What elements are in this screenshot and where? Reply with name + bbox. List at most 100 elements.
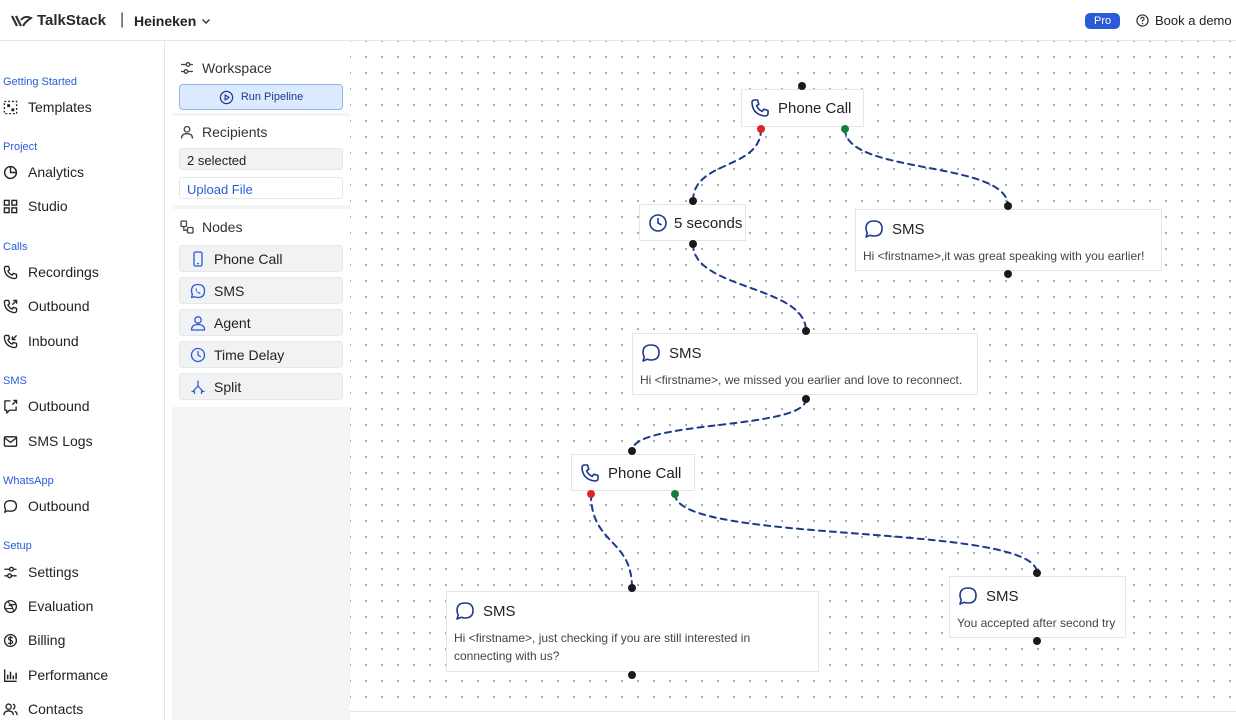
brand-logo[interactable]: TalkStack — [11, 12, 106, 29]
node-type-agent[interactable]: Agent — [179, 309, 343, 336]
brand-name: TalkStack — [37, 12, 106, 29]
phone-outgoing-icon — [3, 299, 18, 313]
flow-node-phone-call-2-success-port[interactable] — [671, 490, 679, 498]
node-type-label: Time Delay — [214, 346, 285, 363]
run-pipeline-label: Run Pipeline — [240, 91, 304, 103]
book-demo-label: Book a demo — [1155, 13, 1232, 28]
node-title: SMS — [892, 220, 925, 238]
phone-incoming-icon — [3, 334, 18, 348]
clock-icon — [190, 347, 206, 362]
flow-node-sms-2[interactable]: SMS Hi <firstname>, we missed you earlie… — [632, 333, 978, 395]
node-title: Phone Call — [608, 464, 682, 482]
sidebar-item-studio[interactable]: Studio — [3, 196, 68, 216]
sidebar-item-performance[interactable]: Performance — [3, 665, 108, 685]
sidebar-item-templates[interactable]: Templates — [3, 97, 92, 117]
node-title: SMS — [669, 344, 702, 362]
sidebar-item-contacts[interactable]: Contacts — [3, 699, 83, 719]
sidebar-item-label: Outbound — [28, 498, 90, 514]
sidebar-item-label: Billing — [28, 632, 66, 648]
node-header: SMS — [864, 219, 925, 239]
org-switcher[interactable]: Heineken — [134, 13, 211, 29]
workspace-group: Workspace Run Pipeline — [172, 50, 350, 113]
flow-node-sms-3-output-port[interactable] — [628, 671, 636, 679]
sidebar-item-label: Contacts — [28, 701, 84, 717]
flow-node-sms-2-output-port[interactable] — [802, 395, 810, 403]
sliders-icon — [181, 62, 193, 74]
phone-icon — [581, 464, 599, 482]
sidebar-item-analytics[interactable]: Analytics — [3, 162, 84, 182]
node-title: Phone Call — [778, 99, 852, 117]
flow-node-phone-call-1-fail-port[interactable] — [757, 125, 765, 133]
flow-node-sms-3-input-port[interactable] — [628, 584, 636, 592]
run-pipeline-button[interactable]: Run Pipeline — [179, 84, 343, 110]
flow-node-time-delay[interactable]: 5 seconds — [639, 204, 746, 241]
node-header: SMS — [958, 586, 1019, 606]
sidebar-item-label: Settings — [28, 564, 79, 580]
help-circle-icon — [1136, 14, 1149, 27]
recipients-selected[interactable]: 2 selected — [179, 148, 343, 170]
node-message: Hi <firstname>,it was great speaking wit… — [863, 249, 1145, 263]
section-setup: Setup — [3, 540, 32, 552]
top-header: TalkStack | Heineken Pro Book a demo — [0, 0, 1236, 41]
sidebar-item-recordings[interactable]: Recordings — [3, 262, 99, 282]
node-type-phone-call[interactable]: Phone Call — [179, 245, 343, 272]
node-type-sms[interactable]: SMS — [179, 277, 343, 304]
book-demo-button[interactable]: Book a demo — [1136, 13, 1232, 28]
node-title: SMS — [986, 587, 1019, 605]
sidebar-item-label: Recordings — [28, 264, 99, 280]
flow-node-time-delay-output-port[interactable] — [689, 240, 697, 248]
sidebar-item-calls-inbound[interactable]: Inbound — [3, 331, 79, 351]
play-circle-icon — [219, 90, 234, 104]
phone-icon — [751, 99, 769, 117]
node-message: Hi <firstname>, just checking if you are… — [454, 631, 751, 663]
flow-node-sms-4-output-port[interactable] — [1033, 637, 1041, 645]
nodes-header: Nodes — [180, 219, 242, 235]
node-type-split[interactable]: Split — [179, 373, 343, 400]
message-circle-icon — [456, 602, 474, 620]
pipeline-panel: Workspace Run Pipeline Recipients 2 sele… — [172, 50, 350, 720]
sidebar-item-billing[interactable]: Billing — [3, 630, 65, 650]
flow-node-phone-call-2-fail-port[interactable] — [587, 490, 595, 498]
message-outgoing-icon — [4, 399, 18, 414]
node-type-time-delay[interactable]: Time Delay — [179, 341, 343, 368]
sidebar-item-whatsapp-outbound[interactable]: Outbound — [3, 496, 90, 516]
flow-node-phone-call-2[interactable]: Phone Call — [571, 454, 695, 491]
aperture-icon — [3, 599, 18, 613]
nodes-title: Nodes — [202, 219, 243, 235]
flow-node-sms-1-input-port[interactable] — [1004, 202, 1012, 210]
flow-node-phone-call-1[interactable]: Phone Call — [741, 89, 864, 127]
header-separator: | — [120, 11, 125, 28]
flow-node-phone-call-1-input-port[interactable] — [798, 82, 806, 90]
flow-node-sms-4[interactable]: SMS You accepted after second try — [949, 576, 1126, 638]
flow-node-sms-2-input-port[interactable] — [802, 327, 810, 335]
sidebar-item-settings[interactable]: Settings — [3, 562, 79, 582]
sidebar-item-label: Performance — [28, 667, 109, 683]
flow-node-sms-4-input-port[interactable] — [1033, 569, 1041, 577]
chart-icon — [4, 668, 17, 682]
sidebar-item-label: Templates — [28, 99, 92, 115]
whatsapp-icon — [190, 283, 206, 298]
flow-node-sms-1[interactable]: SMS Hi <firstname>,it was great speaking… — [855, 209, 1162, 271]
node-title: SMS — [483, 602, 516, 620]
sidebar-item-sms-logs[interactable]: SMS Logs — [3, 431, 93, 451]
node-header: SMS — [455, 601, 516, 621]
chevron-down-icon — [202, 19, 211, 24]
sidebar-item-sms-outbound[interactable]: Outbound — [3, 396, 90, 416]
flow-node-phone-call-2-input-port[interactable] — [628, 447, 636, 455]
node-title: 5 seconds — [674, 214, 743, 232]
sidebar-item-calls-outbound[interactable]: Outbound — [3, 296, 90, 316]
flow-node-sms-3[interactable]: SMS Hi <firstname>, just checking if you… — [446, 591, 819, 672]
sidebar-item-evaluation[interactable]: Evaluation — [3, 596, 93, 616]
node-header: SMS — [641, 343, 702, 363]
sidebar-item-label: SMS Logs — [28, 433, 93, 449]
workspace-title: Workspace — [202, 60, 272, 76]
flow-node-phone-call-1-success-port[interactable] — [841, 125, 849, 133]
dollar-icon — [3, 633, 18, 647]
flow-node-sms-1-output-port[interactable] — [1004, 270, 1012, 278]
upload-file-button[interactable]: Upload File — [179, 177, 343, 199]
mail-icon — [3, 435, 18, 447]
smartphone-icon — [193, 250, 203, 267]
flow-node-time-delay-input-port[interactable] — [689, 197, 697, 205]
pro-badge: Pro — [1085, 13, 1121, 29]
clock-icon — [649, 214, 667, 232]
